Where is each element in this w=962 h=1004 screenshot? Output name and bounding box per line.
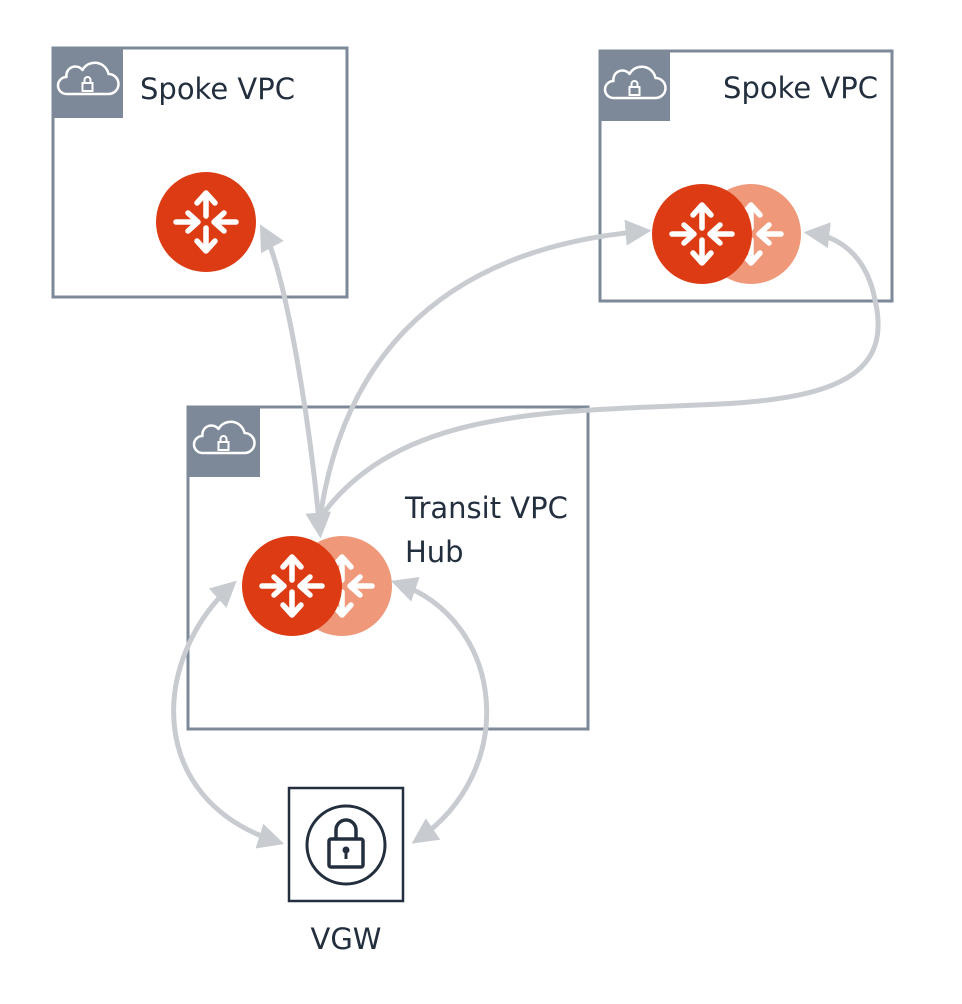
connector-vgw-left [171,580,285,849]
vpc-boundary [186,405,590,731]
padlock-icon [305,804,387,886]
connector-right-spoke-primary [317,219,652,521]
vpc-label-line2: Hub [405,535,464,569]
connectors [171,219,881,849]
vgw: VGW [287,786,405,956]
vgw-label: VGW [311,922,382,956]
vpc-cloud-lock-icon [56,61,120,96]
connector-vgw-right [390,577,490,844]
vpc-cloud-lock-icon [192,420,256,455]
vpc-cloud-lock-icon [603,65,667,100]
vpc-boundary [51,46,349,299]
router-icon [652,184,752,284]
router-icon [242,536,342,636]
vpc-label: Spoke VPC [140,72,295,106]
connector-right-spoke-secondary [317,222,881,521]
vpc-header-tile [599,50,670,121]
spoke-vpc-right: Spoke VPC [598,49,894,303]
vpc-boundary [598,49,894,303]
spoke-vpc-left: Spoke VPC [51,46,349,299]
vpc-label: Spoke VPC [723,71,878,105]
router-icon [156,172,256,272]
vpc-label-line1: Transit VPC [404,491,568,525]
connector-left-spoke [259,224,332,539]
